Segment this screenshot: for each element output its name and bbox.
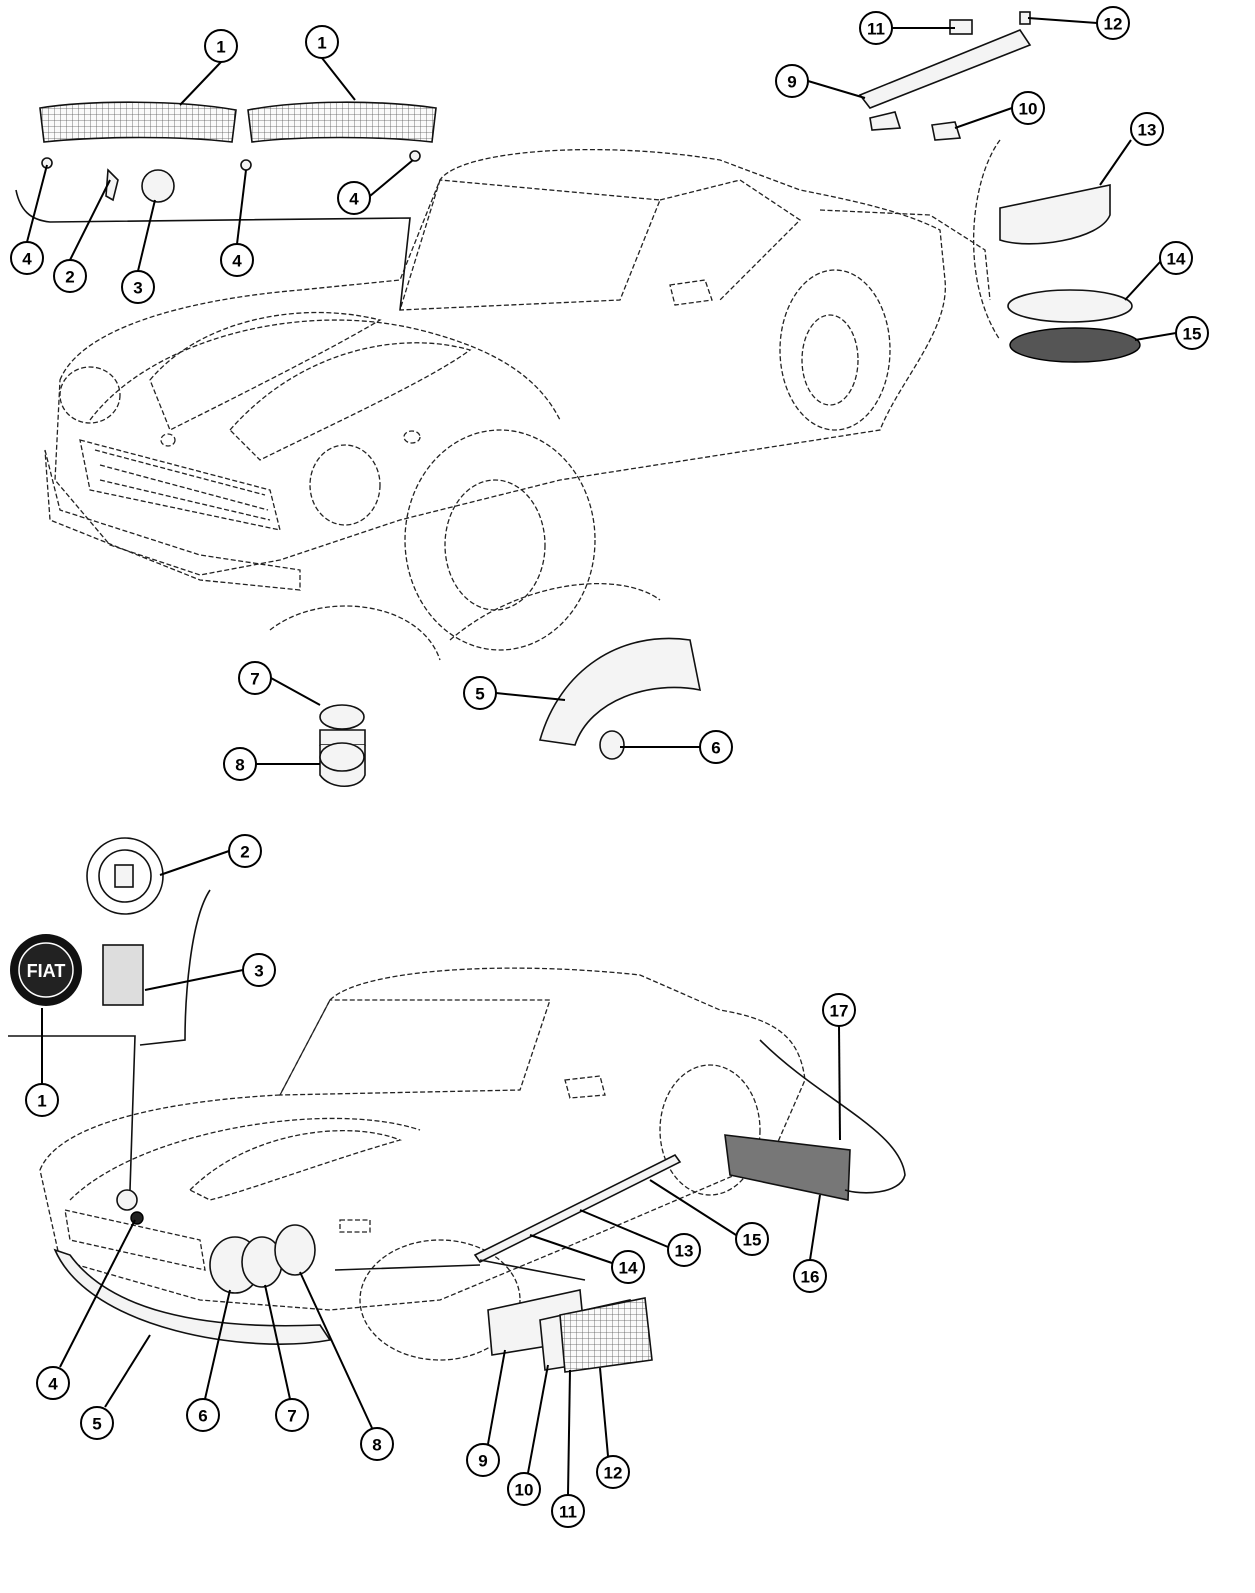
callout-number: 1 [216, 38, 225, 57]
callout-number: 14 [1167, 250, 1186, 269]
callout-number: 11 [559, 1503, 577, 1522]
front-bumper [53, 1248, 332, 1345]
lower-car-outline [39, 967, 806, 1361]
callout-number: 5 [92, 1415, 101, 1434]
upper-car-outline [44, 139, 1001, 661]
upper-callout-1: 1 [204, 29, 238, 63]
callout-number: 9 [787, 73, 796, 92]
lower-callout-4: 4 [36, 1366, 70, 1400]
callout-number: 1 [317, 34, 326, 53]
lower-callout-15: 15 [735, 1222, 769, 1256]
lower-callout-5: 5 [80, 1406, 114, 1440]
upper-callout-13: 13 [1130, 112, 1164, 146]
pininfarina-badge [102, 944, 144, 1006]
callout-number: 12 [1104, 15, 1123, 34]
callout-number: 10 [1019, 100, 1038, 119]
upper-callout-6: 6 [699, 730, 733, 764]
lower-callout-10: 10 [507, 1472, 541, 1506]
grille-right [247, 101, 437, 143]
callout-number: 2 [65, 268, 74, 287]
lamp-lens [1009, 327, 1141, 363]
lower-callout-17: 17 [822, 993, 856, 1027]
lower-callouts: 2 3 1 17 15 13 14 16 4 5 6 7 8 9 12 10 11 [25, 834, 856, 1528]
upper-callout-10: 10 [1011, 91, 1045, 125]
callout-number: 6 [198, 1407, 207, 1426]
upper-callout-7: 7 [238, 661, 272, 695]
upper-callout-4: 4 [10, 241, 44, 275]
callout-number: 12 [604, 1464, 623, 1483]
rear-trim-panel [724, 1134, 851, 1201]
lower-callout-16: 16 [793, 1259, 827, 1293]
fiat-emblem-text: FIAT [27, 961, 66, 981]
callout-number: 15 [743, 1231, 762, 1250]
lower-callout-8: 8 [360, 1427, 394, 1461]
fiat-emblem: FIAT [10, 934, 82, 1006]
lower-callout-9: 9 [466, 1443, 500, 1477]
upper-callout-14: 14 [1159, 241, 1193, 275]
lower-callout-1: 1 [25, 1083, 59, 1117]
courtesy-lamp-housing [999, 184, 1111, 245]
callout-number: 13 [1138, 121, 1157, 140]
upper-callout-4: 4 [337, 181, 371, 215]
callout-number: 13 [675, 1242, 694, 1261]
lower-callout-2: 2 [228, 834, 262, 868]
callout-number: 7 [287, 1407, 296, 1426]
leader-lines [26, 17, 1177, 1496]
sill-trim [473, 1153, 682, 1264]
upper-callout-11: 11 [859, 11, 893, 45]
lower-callout-3: 3 [242, 953, 276, 987]
callout-number: 3 [254, 962, 263, 981]
sun-visor [858, 29, 1032, 109]
callout-number: 14 [619, 1259, 638, 1278]
callout-number: 4 [349, 190, 359, 209]
callout-number: 4 [48, 1375, 58, 1394]
upper-callout-9: 9 [775, 64, 809, 98]
lamp-gasket [1007, 289, 1133, 323]
callout-number: 8 [235, 756, 244, 775]
callout-number: 4 [232, 252, 242, 271]
lower-callout-6: 6 [186, 1398, 220, 1432]
callout-number: 17 [830, 1002, 849, 1021]
lower-callout-12: 12 [596, 1455, 630, 1489]
callout-number: 10 [515, 1481, 534, 1500]
callout-number: 7 [250, 670, 259, 689]
callout-number: 8 [372, 1436, 381, 1455]
callout-number: 16 [801, 1268, 820, 1287]
upper-callout-1: 1 [305, 25, 339, 59]
lower-parts: FIAT [8, 837, 906, 1373]
lower-callout-7: 7 [275, 1398, 309, 1432]
callout-number: 15 [1183, 325, 1202, 344]
wheel-arch-trim [538, 637, 702, 746]
callout-number: 9 [478, 1452, 487, 1471]
callout-number: 5 [475, 685, 484, 704]
hood-badge [86, 837, 164, 915]
upper-callout-2: 2 [53, 259, 87, 293]
callout-number: 4 [22, 250, 32, 269]
lower-callout-11: 11 [551, 1494, 585, 1528]
callout-number: 11 [867, 20, 885, 39]
callout-number: 6 [711, 739, 720, 758]
grille-left [39, 101, 237, 143]
upper-callout-8: 8 [223, 747, 257, 781]
callout-number: 2 [240, 843, 249, 862]
upper-callout-5: 5 [463, 676, 497, 710]
lower-callout-13: 13 [667, 1233, 701, 1267]
upper-parts [15, 11, 1141, 788]
upper-callout-4: 4 [220, 243, 254, 277]
upper-callout-3: 3 [121, 270, 155, 304]
upper-callout-15: 15 [1175, 316, 1209, 350]
lower-callout-14: 14 [611, 1250, 645, 1284]
callout-number: 3 [133, 279, 142, 298]
upper-callout-12: 12 [1096, 6, 1130, 40]
callout-number: 1 [37, 1092, 46, 1111]
